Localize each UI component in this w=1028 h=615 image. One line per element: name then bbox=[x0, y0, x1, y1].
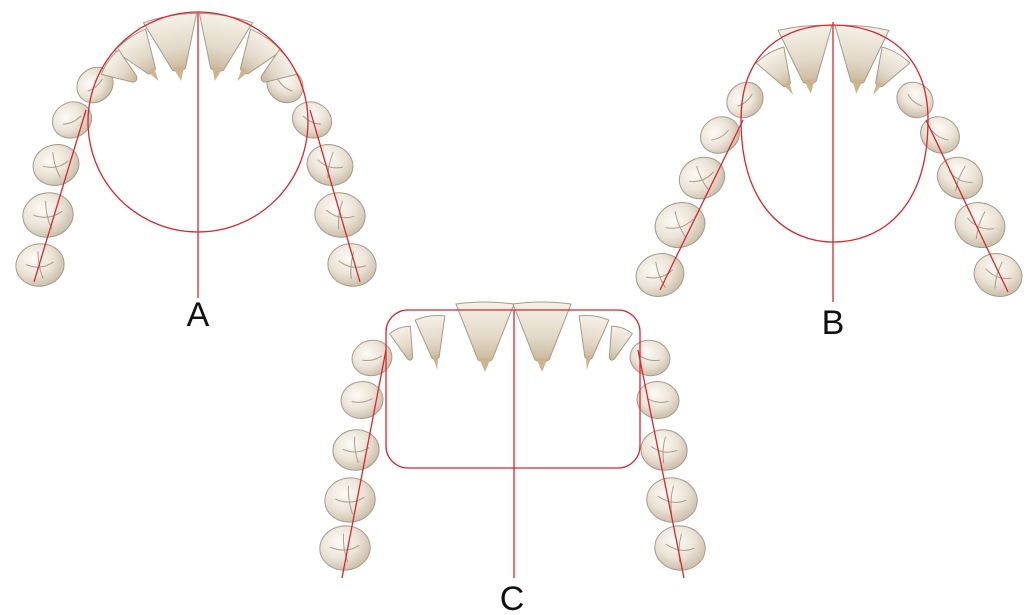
incisor-crown bbox=[573, 314, 609, 362]
label-a: A bbox=[187, 296, 210, 334]
premolar-crown bbox=[635, 379, 682, 421]
incisor-tooth bbox=[389, 324, 421, 363]
molar-tooth bbox=[949, 196, 1011, 255]
molar-crown bbox=[673, 150, 732, 206]
molar-tooth bbox=[325, 241, 379, 290]
incisor-crown bbox=[389, 324, 421, 363]
premolar-tooth bbox=[286, 96, 337, 145]
incisor-crown bbox=[513, 302, 571, 362]
incisor-tooth bbox=[601, 324, 633, 363]
molar-tooth bbox=[13, 241, 67, 290]
incisor-tooth bbox=[415, 314, 452, 372]
molar-tooth bbox=[968, 247, 1027, 302]
molar-tooth bbox=[331, 427, 381, 472]
molar-crown bbox=[968, 247, 1027, 302]
premolar-crown bbox=[286, 96, 337, 145]
molar-tooth bbox=[653, 523, 708, 572]
incisor-tooth bbox=[572, 314, 609, 372]
molar-tooth bbox=[19, 189, 76, 241]
incisor-tooth bbox=[513, 302, 571, 372]
molar-tooth bbox=[931, 150, 990, 206]
molar-tooth bbox=[323, 475, 378, 524]
premolar-crown bbox=[339, 379, 386, 421]
incisor-crown bbox=[601, 324, 633, 363]
label-c: C bbox=[500, 580, 525, 615]
premolar-tooth bbox=[349, 337, 395, 380]
molar-tooth bbox=[303, 140, 358, 190]
molar-crown bbox=[630, 247, 689, 302]
premolar-tooth bbox=[627, 337, 673, 380]
premolar-tooth bbox=[635, 379, 682, 421]
incisor-crown bbox=[456, 302, 514, 362]
incisor-root bbox=[479, 358, 491, 372]
incisor-root bbox=[536, 358, 548, 372]
molar-tooth bbox=[630, 247, 689, 302]
molar-tooth bbox=[639, 427, 689, 472]
arch-form-b bbox=[630, 22, 1027, 303]
molar-crown bbox=[13, 241, 67, 290]
molar-crown bbox=[639, 427, 689, 472]
arch-form-a bbox=[13, 11, 379, 298]
incisor-tooth bbox=[456, 302, 514, 372]
molar-crown bbox=[931, 150, 990, 206]
molar-crown bbox=[303, 140, 358, 190]
molar-crown bbox=[653, 523, 708, 572]
arch-form-c bbox=[318, 302, 708, 578]
molar-tooth bbox=[673, 150, 732, 206]
label-b: B bbox=[822, 304, 845, 342]
molar-crown bbox=[323, 475, 378, 524]
premolar-tooth bbox=[339, 379, 386, 421]
premolar-crown bbox=[349, 337, 395, 380]
molar-crown bbox=[331, 427, 381, 472]
molar-crown bbox=[949, 196, 1011, 255]
molar-crown bbox=[19, 189, 76, 241]
molar-crown bbox=[325, 241, 379, 290]
premolar-crown bbox=[627, 337, 673, 380]
incisor-crown bbox=[415, 314, 451, 362]
posterior-line-right bbox=[926, 120, 1008, 292]
